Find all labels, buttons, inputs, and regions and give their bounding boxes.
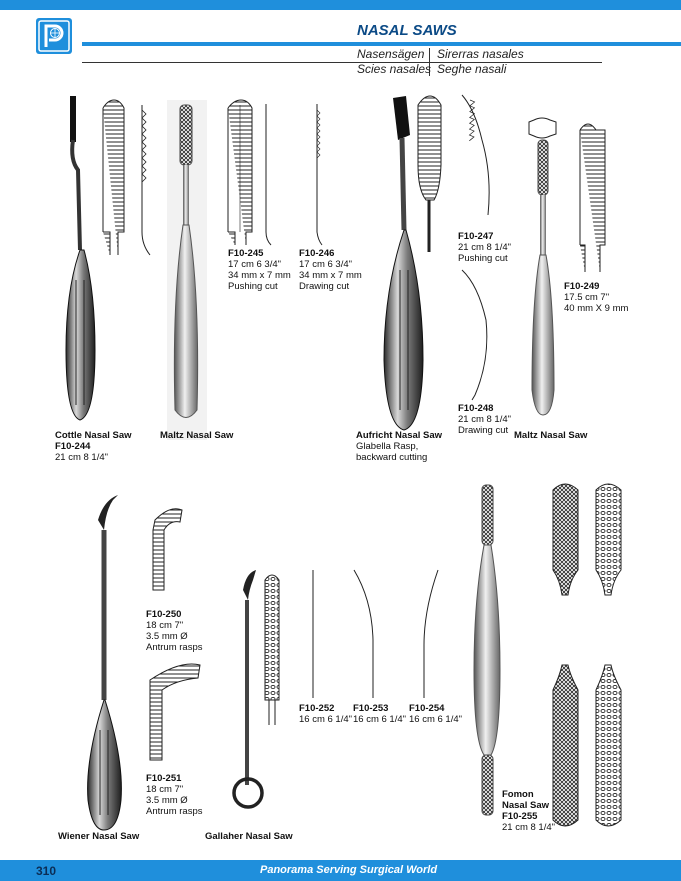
maltz-249-photo — [531, 139, 555, 416]
header-thin-rule — [82, 62, 602, 63]
page-number: 310 — [36, 864, 57, 878]
title-german: Nasensägen — [357, 47, 425, 61]
wiener-saw-photo — [87, 495, 122, 831]
footer-slogan: Panorama Serving Surgical World — [260, 864, 438, 876]
top-bar — [0, 0, 681, 10]
maltz-saw-photo — [173, 104, 199, 418]
page-title: NASAL SAWS — [357, 22, 457, 39]
panorama-logo — [36, 18, 72, 54]
title-french: Scies nasales — [357, 62, 432, 76]
header-separator — [429, 48, 430, 76]
gallaher-label: Gallaher Nasal Saw — [205, 831, 293, 842]
gallaher-saw-photo — [232, 570, 264, 809]
wiener-label: Wiener Nasal Saw — [58, 831, 140, 842]
footer-bar — [0, 860, 681, 881]
title-spanish: Sirerras nasales — [437, 47, 524, 61]
title-italian: Seghe nasali — [437, 62, 507, 76]
maltz-label: Maltz Nasal Saw — [160, 430, 234, 441]
fomon-saw-photo — [473, 484, 501, 816]
aufricht-saw-photo — [383, 96, 424, 431]
header-rule — [82, 42, 681, 46]
maltz-249-name: Maltz Nasal Saw — [514, 430, 588, 441]
cottle-saw-photo — [65, 96, 96, 421]
